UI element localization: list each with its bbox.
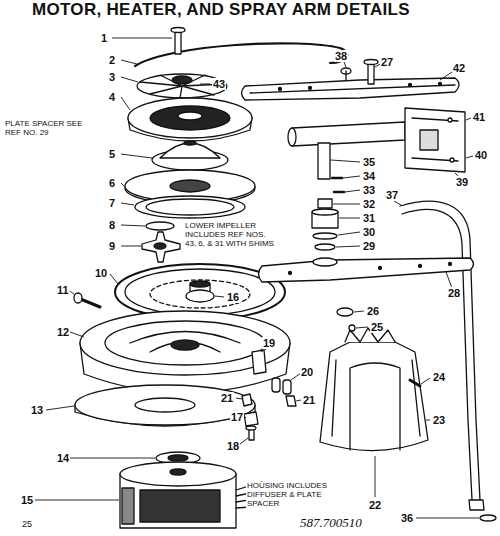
plate-spacer: [128, 98, 252, 141]
spray-tube-bracket: [288, 122, 405, 179]
hub-parts: [312, 178, 344, 250]
callout-number: 43: [212, 78, 226, 90]
callout-number: 42: [452, 62, 466, 74]
washer: [146, 222, 174, 230]
pump-housing: [80, 311, 290, 393]
callout-number: 22: [368, 499, 382, 511]
callout-number: 1: [100, 32, 108, 44]
callout-number: 4: [108, 91, 116, 103]
callout-number: 8: [108, 219, 116, 231]
mounting-plate: [405, 108, 465, 172]
callout-number: 32: [362, 198, 376, 210]
callout-number: 27: [380, 56, 394, 68]
note-text: PLATE SPACER SEE REF NO. 29: [4, 120, 86, 138]
heater-terminals: [242, 350, 296, 440]
callout-number: 28: [447, 287, 461, 299]
callout-number: 36: [400, 512, 414, 524]
cap: [152, 141, 228, 170]
callout-number: 15: [20, 494, 34, 506]
note-text: HOUSING INCLUDES DIFFUSER & PLATE SPACER: [246, 482, 356, 509]
callout-number: 13: [30, 404, 44, 416]
bearing: [337, 308, 353, 316]
callout-number: 31: [362, 212, 376, 224]
callout-number: 34: [362, 170, 376, 182]
screw: [74, 293, 100, 307]
callout-number: 21: [302, 394, 316, 406]
callout-number: 9: [108, 240, 116, 252]
handwritten-model-number: 587.700510: [300, 516, 362, 530]
callout-number: 21: [220, 392, 234, 404]
motor: [120, 462, 264, 528]
callout-number: 29: [362, 240, 376, 252]
callout-number: 30: [362, 226, 376, 238]
upper-spray-arm: [242, 78, 460, 100]
upper-impeller: [137, 74, 227, 98]
ring: [135, 196, 245, 218]
callout-number: 5: [108, 148, 116, 160]
callout-number: 16: [226, 291, 240, 303]
callout-number: 26: [366, 305, 380, 317]
callout-number: 39: [455, 176, 469, 188]
callout-number: 18: [226, 440, 240, 452]
arm-bolt: [341, 60, 378, 85]
callout-number: 12: [56, 326, 70, 338]
callout-number: 20: [300, 366, 314, 378]
page-number: 25: [22, 520, 32, 530]
tube-ring: [480, 515, 496, 521]
leader-lines: [35, 38, 479, 518]
callout-number: 7: [108, 197, 116, 209]
hub: [186, 281, 214, 302]
callout-number: 24: [432, 371, 446, 383]
callout-number: 41: [472, 111, 486, 123]
callout-number: 35: [362, 156, 376, 168]
note-text: LOWER IMPELLER INCLUDES REF NOS. 43, 6, …: [184, 222, 278, 249]
callout-number: 6: [108, 177, 116, 189]
lower-impeller: [142, 232, 180, 262]
callout-number: 33: [362, 184, 376, 196]
lower-spray-arm: [259, 258, 474, 282]
lower-housing: [320, 328, 428, 451]
callout-number: 14: [56, 452, 70, 464]
callout-number: 3: [108, 71, 116, 83]
callout-number: 2: [108, 54, 116, 66]
callout-number: 17: [230, 411, 244, 423]
callout-number: 40: [474, 149, 488, 161]
callout-number: 23: [432, 414, 446, 426]
callout-number: 25: [370, 321, 384, 333]
wire-loop: [135, 43, 347, 66]
callout-number: 19: [262, 337, 276, 349]
diagram-title: MOTOR, HEATER, AND SPRAY ARM DETAILS: [32, 1, 410, 20]
callout-number: 37: [385, 189, 399, 201]
callout-number: 38: [334, 50, 348, 62]
base-plate: [75, 385, 255, 426]
bolt: [171, 28, 185, 55]
callout-number: 11: [56, 284, 70, 296]
callout-number: 10: [94, 267, 108, 279]
